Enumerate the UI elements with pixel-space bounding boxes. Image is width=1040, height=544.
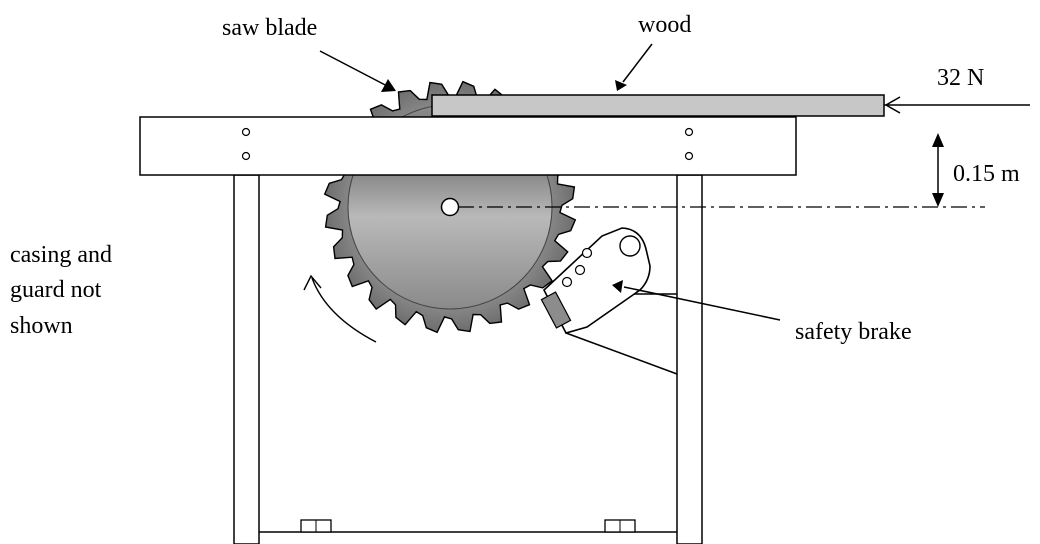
saw-blade-label: saw blade [222,15,317,41]
arbor-hole [440,197,460,217]
force-arrow [884,96,1030,114]
note-line-1: casing and [10,242,112,268]
safety-brake [540,227,651,334]
lower-crossbar [259,519,677,533]
leader-arrows [319,43,781,321]
force-label: 32 N [937,65,984,91]
distance-dimension [932,133,944,207]
note-line-3: shown [10,313,73,339]
distance-label: 0.15 m [953,161,1020,187]
note-line-2: guard not [10,277,102,303]
table-legs [233,174,703,544]
table-top [139,116,797,176]
wood-plank [431,94,885,117]
safety-brake-label: safety brake [795,319,912,345]
wood-label: wood [638,12,691,38]
rotation-arrow [303,274,377,343]
